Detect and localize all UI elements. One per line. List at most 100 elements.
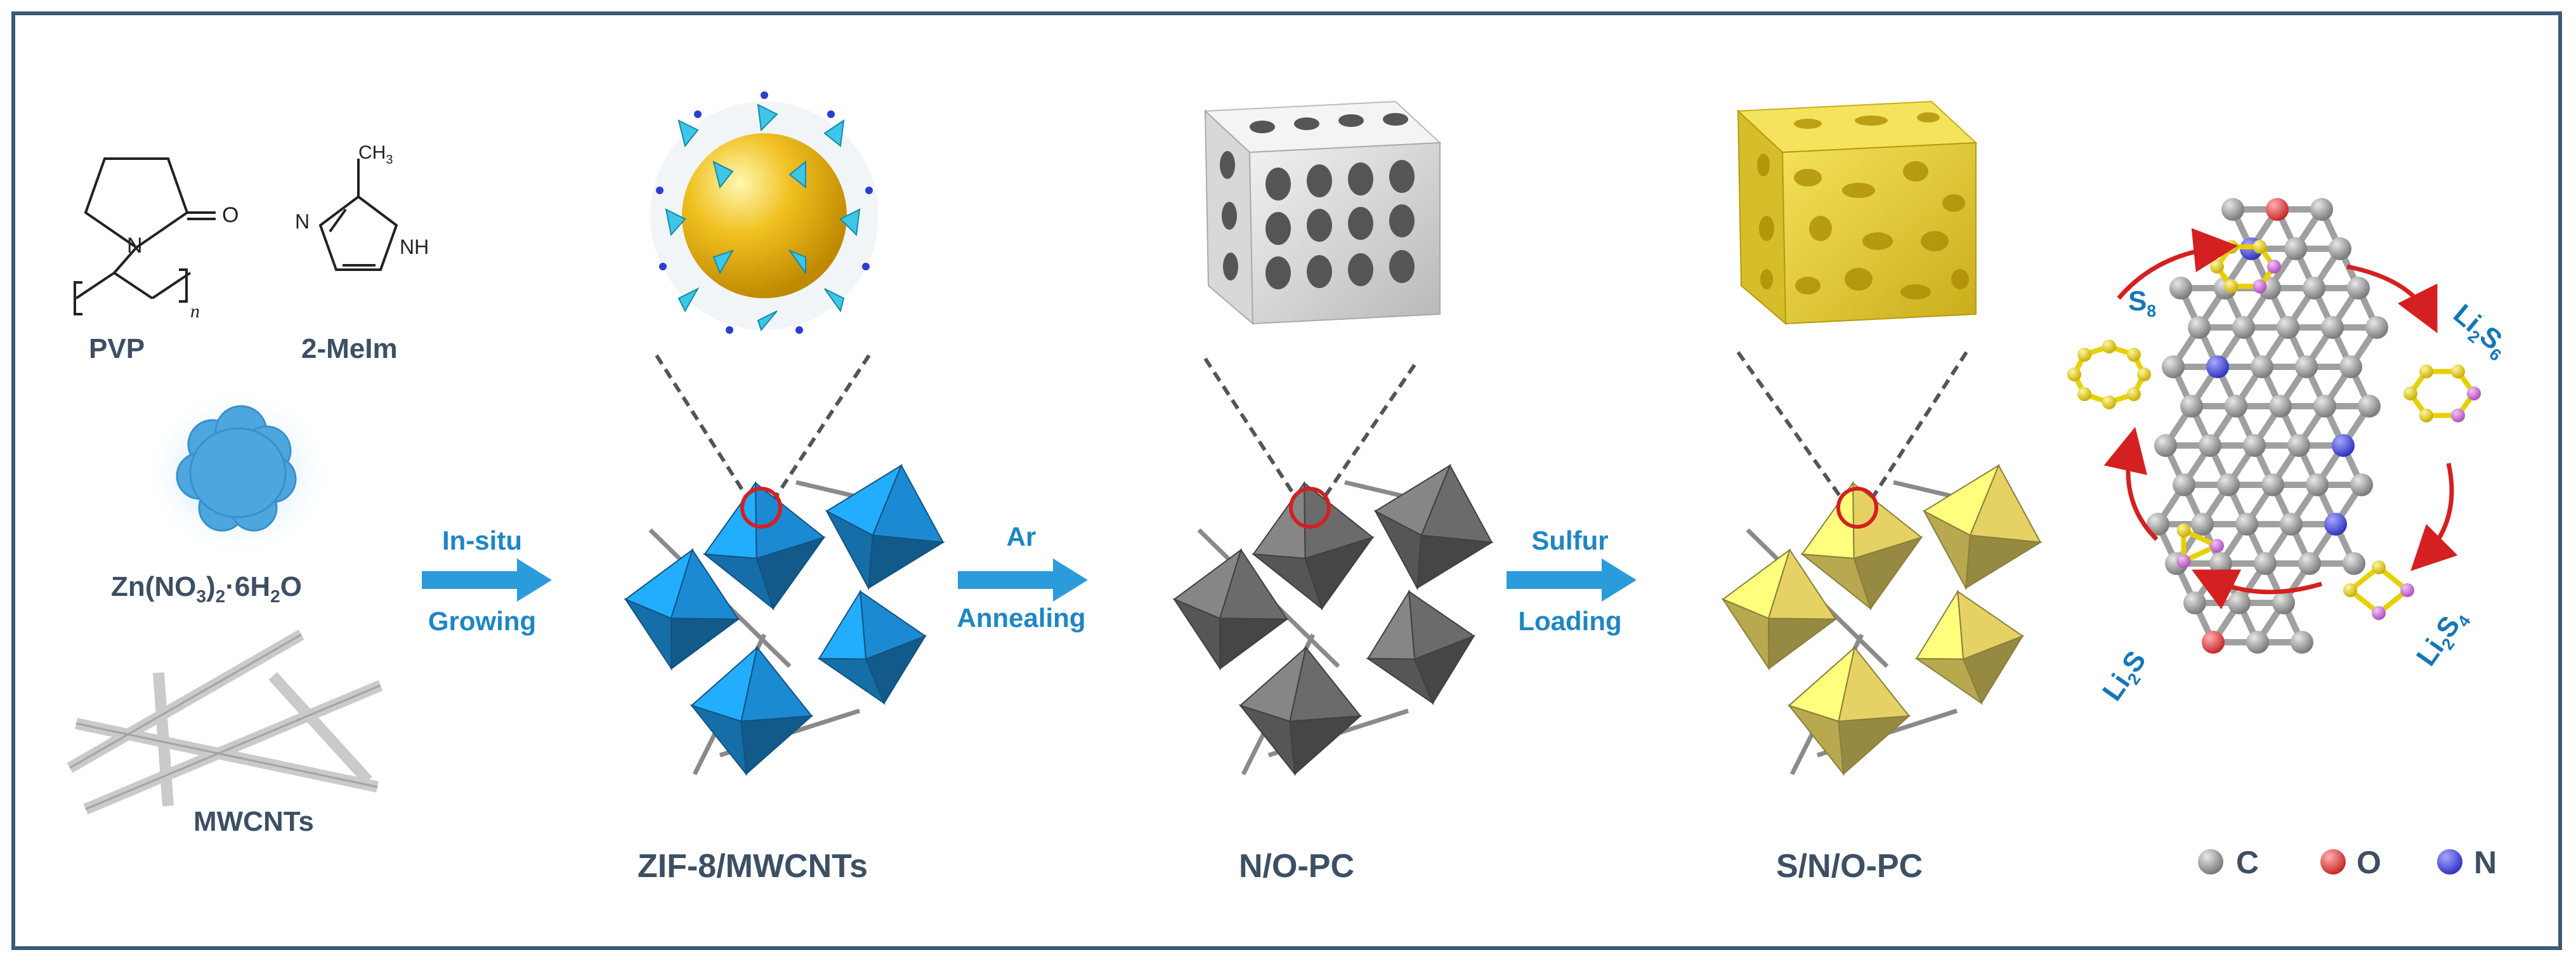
octahedron-face [1219, 617, 1289, 670]
step2-line1: Ar [1006, 522, 1036, 551]
sulfur-atom [2343, 583, 2357, 597]
carbon-atom [2228, 591, 2251, 614]
lithium-atom [2451, 408, 2465, 423]
carbon-atom [2254, 552, 2277, 575]
octahedron-face [755, 536, 826, 611]
zn-salt-label: Zn(NO3)2·6H2O [111, 571, 302, 606]
carbon-atom [2169, 277, 2192, 300]
carbon-atom [2350, 473, 2373, 496]
sulfur-atom [2419, 408, 2433, 423]
carbon-atom [2303, 277, 2325, 300]
pvp-oxygen: O [222, 203, 239, 227]
carbon-atom [2162, 355, 2185, 378]
snopc-octahedra-cluster [1721, 463, 2043, 776]
sulfur-atom [2102, 395, 2116, 409]
step3-line1: Sulfur [1531, 525, 1609, 555]
carbon-atom [2365, 316, 2388, 339]
octahedron-face [740, 715, 814, 776]
carbon-atom [2358, 395, 2381, 418]
carbon-atom [2272, 591, 2295, 614]
sulfur-atom [2077, 387, 2092, 402]
carbon-atom [2277, 316, 2299, 339]
carbon-atom [2280, 513, 2303, 536]
octahedron-face [1289, 715, 1363, 776]
lithium-atom [2467, 386, 2481, 400]
carbon-atom [2321, 316, 2344, 339]
figure-frame [11, 11, 2562, 950]
zoom-lines [655, 351, 1968, 506]
carbon-atom [2347, 277, 2370, 300]
sulfur-atom [2372, 560, 2386, 574]
octahedron-face [1915, 589, 1965, 660]
product-label-zif8: ZIF-8/MWCNTs [637, 848, 868, 885]
melm-nh: NH [400, 235, 429, 258]
octahedron-face [1838, 715, 1911, 776]
carbon-atom [2246, 631, 2269, 654]
legend-nitrogen-icon [2437, 849, 2462, 875]
nitrogen-atom [2206, 355, 2229, 378]
carbon-atom [2221, 198, 2244, 221]
carbon-atom [2235, 513, 2258, 536]
octahedron-face [1962, 635, 2025, 705]
carbon-atom [2217, 473, 2240, 496]
pvp-subscript: n [190, 301, 200, 322]
legend-label-n: N [2474, 845, 2497, 880]
melm-ch3: CH3 [358, 142, 393, 167]
focus-circle-snopc [1836, 487, 1878, 529]
sulfur-atom [2126, 347, 2141, 362]
nitrogen-atom [2332, 434, 2355, 457]
lithium-atom [2252, 279, 2267, 294]
carbon-atom [2183, 591, 2206, 614]
product-label-npc: N/O-PC [1239, 848, 1354, 885]
step2-line2: Annealing [957, 603, 1086, 633]
oxygen-atom [2202, 631, 2225, 654]
carbon-atom [2180, 395, 2203, 418]
carbon-atom [2343, 552, 2365, 575]
carbon-atom [2306, 473, 2329, 496]
lithium-atom [2176, 554, 2191, 569]
lithium-atom [2210, 539, 2224, 553]
carbon-atom [2199, 434, 2221, 457]
octahedron-face [818, 589, 867, 660]
sulfur-atom [2126, 387, 2141, 402]
sulfur-atom [2176, 523, 2191, 538]
octahedron-face [1767, 617, 1838, 670]
carbon-atom [2339, 355, 2362, 378]
arrow-sulfur [1507, 558, 1637, 602]
pvp-nitrogen: N [127, 234, 143, 258]
carbon-atom [2287, 434, 2310, 457]
carbon-atom [2291, 631, 2313, 654]
step1-line1: In-situ [442, 525, 522, 555]
sulfur-cube-icon [1736, 100, 1978, 326]
doped-carbon-flake-icon [2067, 198, 2481, 654]
carbon-atom [2243, 434, 2266, 457]
lithium-atom [2372, 606, 2386, 620]
carbon-atom [2154, 434, 2177, 457]
carbon-atom [2173, 473, 2195, 496]
porous-carbon-cube-icon [1203, 100, 1442, 326]
octahedron-face [1853, 536, 1923, 611]
arrow-in-situ [422, 558, 552, 602]
melm-label: 2-MeIm [301, 333, 398, 364]
species-s8: S8 [2128, 286, 2157, 320]
product-label-snopc: S/N/O-PC [1776, 848, 1923, 885]
octahedron-face [865, 635, 927, 705]
melm-molecule [318, 159, 398, 271]
nitrogen-atom [2324, 513, 2347, 536]
sulfur-atom [2067, 367, 2081, 381]
octahedron-face [1413, 635, 1476, 705]
carbon-atom [2310, 198, 2333, 221]
legend-carbon-icon [2198, 849, 2223, 875]
polysulfide-ring [2181, 526, 2223, 565]
carbon-atom [2295, 355, 2318, 378]
carbon-atom [2298, 552, 2321, 575]
octahedron-face [867, 534, 945, 590]
sulfur-atom [2224, 239, 2239, 254]
sulfur-atom [2451, 364, 2465, 379]
sulfur-atom [2077, 347, 2092, 362]
carbon-atom [2232, 316, 2255, 339]
zif8-framework-icon [650, 91, 879, 334]
lithium-atom [2400, 583, 2414, 597]
carbon-atom [2209, 552, 2232, 575]
